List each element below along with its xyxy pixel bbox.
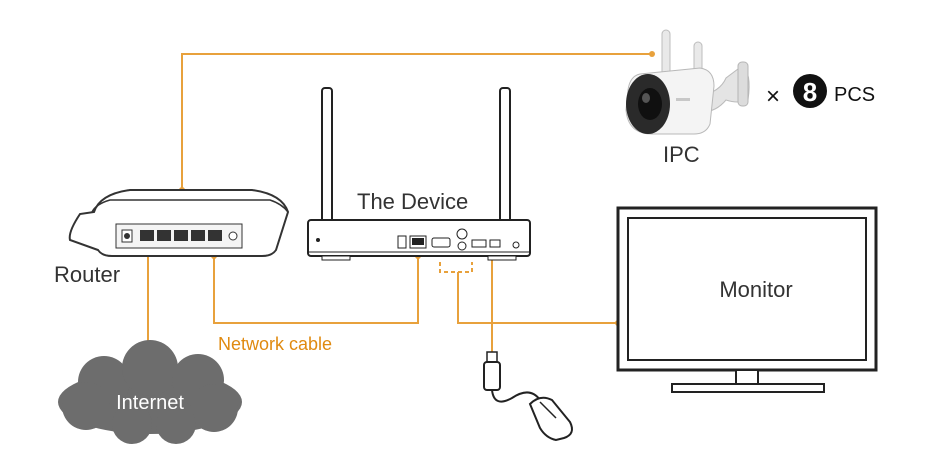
nvr-vga-port — [431, 237, 451, 248]
nvr-audio-port — [456, 228, 468, 240]
nvr-hdmi-port — [471, 239, 487, 248]
usb-mouse — [483, 351, 573, 442]
mouse-cord — [491, 389, 541, 403]
monitor-label: Monitor — [719, 277, 792, 302]
internet-label: Internet — [116, 392, 184, 414]
mouse-body — [528, 396, 573, 442]
nvr-device — [307, 87, 531, 261]
cable-router-ipc — [181, 53, 652, 190]
router-lan-port-5 — [208, 230, 222, 241]
router-lan-port-1 — [140, 230, 154, 241]
usb-connector-plug — [486, 351, 498, 363]
camera-lens — [638, 88, 662, 120]
cable-device-monitor — [457, 272, 618, 324]
router-lan-port-2 — [157, 230, 171, 241]
device-label: The Device — [357, 189, 468, 214]
quantity-unit: PCS — [834, 84, 875, 106]
ipc-camera — [625, 29, 750, 135]
network-cable-label: Network cable — [218, 334, 332, 354]
ipc-label: IPC — [663, 142, 700, 167]
monitor-screen — [627, 217, 867, 361]
usb-connector-body — [483, 361, 501, 391]
router-lan-port-4 — [191, 230, 205, 241]
internet-cloud — [58, 340, 242, 444]
multiplier-symbol: × — [766, 83, 780, 110]
cable-device-monitor-dashed — [439, 262, 473, 273]
quantity-badge — [793, 74, 827, 108]
nvr-power-port — [397, 235, 407, 249]
router-lan-port-3 — [174, 230, 188, 241]
cables — [147, 53, 652, 360]
router-reset-button — [228, 231, 238, 241]
nvr-usb-port — [489, 239, 501, 248]
router-label: Router — [54, 262, 120, 287]
monitor-neck — [735, 369, 759, 385]
nvr-antenna-left — [321, 87, 333, 223]
cable-router-device — [213, 255, 419, 324]
quantity-value: 8 — [803, 77, 817, 107]
router — [68, 189, 290, 257]
monitor-stand — [671, 383, 825, 393]
nvr-antenna-right — [499, 87, 511, 223]
monitor — [616, 206, 878, 393]
